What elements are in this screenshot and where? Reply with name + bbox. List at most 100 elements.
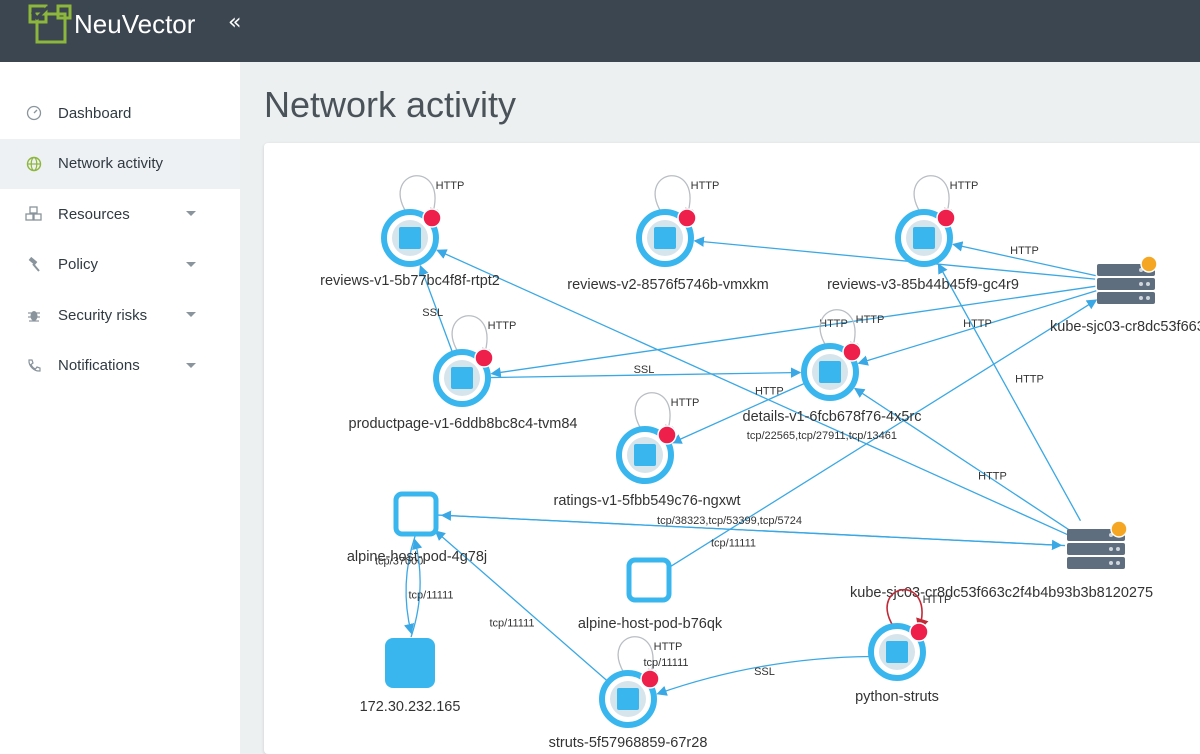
edge-label: HTTP <box>819 318 848 330</box>
sidebar-item-network-activity[interactable]: Network activity <box>0 138 240 189</box>
container-icon <box>399 227 421 249</box>
sidebar-item-label: Network activity <box>58 155 164 173</box>
edge-line[interactable] <box>434 530 609 683</box>
alert-badge-icon <box>909 622 929 642</box>
edge-line[interactable] <box>490 285 1096 378</box>
edge-label: tcp/22565,tcp/27911,tcp/13461 <box>747 430 897 442</box>
edge-layer: HTTP HTTP HTTP SSL SSL HTTP HTTP HTTP tcp/22565,… <box>375 236 1098 696</box>
graph-node-alpine1[interactable]: alpine-host-pod-4g78j <box>347 491 487 565</box>
gavel-icon <box>24 255 44 275</box>
edge-label: HTTP <box>978 471 1007 483</box>
node-label: alpine-host-pod-4g78j <box>347 549 487 565</box>
alert-badge-icon <box>842 342 862 362</box>
edge-label: HTTP <box>1015 374 1044 386</box>
sidebar-item-security-risks[interactable]: Security risks <box>0 290 240 341</box>
container-icon <box>634 444 656 466</box>
self-loop-edge <box>913 175 953 218</box>
self-loop-label: HTTP <box>856 314 885 326</box>
sidebar-item-label: Security risks <box>58 306 148 324</box>
globe-icon <box>24 154 44 174</box>
sidebar-item-resources[interactable]: Resources <box>0 189 240 240</box>
sidebar-item-notifications[interactable]: Notifications <box>0 341 240 392</box>
self-loop-edge <box>617 636 657 679</box>
self-loop-edge <box>886 588 929 632</box>
brand-name: NeuVector <box>74 9 196 39</box>
graph-node-kube2[interactable]: kube-sjc03-cr8dc53f663c2f4b4b93b3b812027… <box>850 520 1153 601</box>
edge-line[interactable] <box>693 236 1096 280</box>
node-label: kube-sjc03-cr8dc53f663c2f4b4b93b3b812027… <box>850 585 1153 601</box>
sidebar-item-label: Dashboard <box>58 104 132 122</box>
neuvector-logo-icon <box>28 4 72 44</box>
graph-node-kube1[interactable]: kube-sjc03-cr8dc53f663c2f4b4b93b3b812027… <box>1050 255 1200 335</box>
node-label: alpine-host-pod-b76qk <box>578 616 723 632</box>
edge-line[interactable] <box>410 538 423 638</box>
graph-node-alpine2[interactable]: alpine-host-pod-b76qk <box>578 557 723 632</box>
edge-line[interactable] <box>418 264 454 354</box>
edge-line[interactable] <box>857 290 1097 366</box>
chevron-down-icon <box>186 261 196 267</box>
edge-label: HTTP <box>1010 245 1039 257</box>
cubes-icon <box>24 204 44 224</box>
network-graph[interactable]: HTTP HTTP HTTP SSL SSL HTTP HTTP HTTP tcp/22565,… <box>264 143 1200 754</box>
graph-node-reviews-v1[interactable]: HTTP reviews-v1-5b77bc4f8f-rtpt2 <box>320 175 500 289</box>
node-label: reviews-v3-85b44b45f9-gc4r9 <box>827 277 1019 293</box>
edge-line[interactable] <box>937 263 1082 522</box>
edge-label: HTTP <box>755 386 784 398</box>
alert-badge-icon <box>474 348 494 368</box>
container-icon <box>819 361 841 383</box>
warning-badge-icon <box>1140 255 1158 273</box>
alert-badge-icon <box>936 208 956 228</box>
container-icon <box>451 367 473 389</box>
edge-label: tcp/11111 <box>711 537 756 549</box>
sidebar-item-label: Notifications <box>58 357 140 375</box>
self-loop-label: HTTP <box>950 180 979 192</box>
node-label: ratings-v1-5fbb549c76-ngxwt <box>554 493 741 509</box>
graph-node-reviews-v3[interactable]: HTTP reviews-v3-85b44b45f9-gc4r9 <box>827 175 1019 293</box>
node-label: kube-sjc03-cr8dc53f663c2f4b4b93b3b812027… <box>1050 319 1200 335</box>
edge-line[interactable] <box>440 510 1066 547</box>
external-ip-icon <box>385 638 435 688</box>
edge-line[interactable] <box>656 655 872 696</box>
collapse-sidebar-button[interactable]: « <box>228 10 242 35</box>
graph-node-ext_ip[interactable]: 172.30.232.165 <box>360 638 461 715</box>
sidebar-item-dashboard[interactable]: Dashboard <box>0 88 240 139</box>
page-title: Network activity <box>264 84 517 125</box>
node-label: reviews-v1-5b77bc4f8f-rtpt2 <box>320 273 500 289</box>
edge-label: SSL <box>422 307 443 319</box>
top-bar: NeuVector « <box>0 0 1200 62</box>
self-loop-edge <box>819 309 859 352</box>
edge-label: tcp/37000 <box>375 556 423 568</box>
node-label: productpage-v1-6ddb8bc8c4-tvm84 <box>349 416 578 432</box>
edge-line[interactable] <box>671 382 807 444</box>
sidebar-item-policy[interactable]: Policy <box>0 240 240 291</box>
self-loop-label: HTTP <box>654 641 683 653</box>
warning-badge-icon <box>1110 520 1128 538</box>
server-icon <box>1067 529 1125 569</box>
graph-node-details[interactable]: HTTP details-v1-6fcb678f76-4x5rc <box>743 309 922 425</box>
server-icon <box>1097 264 1155 304</box>
self-loop-edge <box>399 175 439 218</box>
edge-line[interactable] <box>853 387 1071 532</box>
self-loop-edge <box>654 175 694 218</box>
container-icon <box>617 688 639 710</box>
self-loop-label: HTTP <box>436 180 465 192</box>
edge-line[interactable] <box>667 299 1098 569</box>
node-label: 172.30.232.165 <box>360 699 461 715</box>
alert-badge-icon <box>640 669 660 689</box>
edge-line[interactable] <box>436 249 1068 536</box>
alert-badge-icon <box>657 425 677 445</box>
edge-label: SSL <box>634 364 655 376</box>
edge-line[interactable] <box>487 367 802 379</box>
network-graph-panel[interactable]: HTTP HTTP HTTP SSL SSL HTTP HTTP HTTP tcp/22565,… <box>264 143 1200 754</box>
node-label: details-v1-6fcb678f76-4x5rc <box>743 409 922 425</box>
edge-label: tcp/11111 <box>489 618 534 630</box>
dashboard-icon <box>24 103 44 123</box>
edge-line[interactable] <box>952 241 1096 277</box>
chevron-down-icon <box>186 312 196 317</box>
bug-icon <box>24 305 44 325</box>
